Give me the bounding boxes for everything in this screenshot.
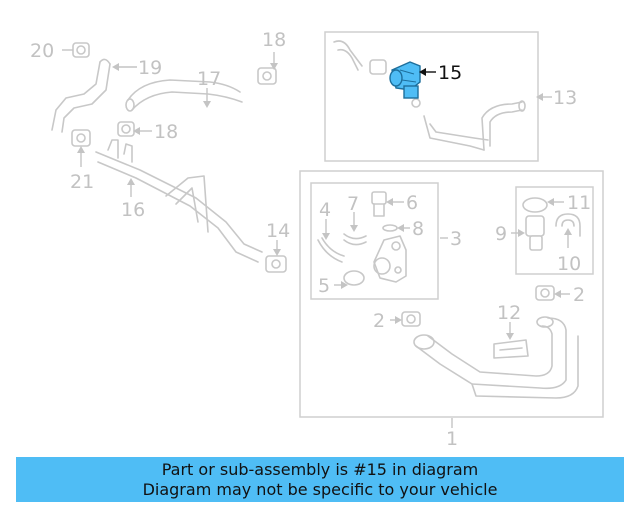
callout-15: 15 xyxy=(438,62,462,84)
info-banner: Part or sub-assembly is #15 in diagram D… xyxy=(16,457,624,502)
callout-leaders xyxy=(62,49,572,428)
connector-15-highlighted xyxy=(389,61,421,99)
parts-diagram: 20 19 17 18 18 21 16 14 15 13 6 7 8 4 3 … xyxy=(30,29,604,450)
clamp-14 xyxy=(265,255,287,273)
callout-19: 19 xyxy=(138,57,162,79)
callout-13: 13 xyxy=(553,87,577,109)
box-assembly-13 xyxy=(324,31,539,162)
fitting-9 xyxy=(525,215,545,251)
box-assembly-9 xyxy=(515,186,594,275)
callout-5: 5 xyxy=(318,275,330,297)
callout-6: 6 xyxy=(406,192,418,214)
callout-7: 7 xyxy=(347,193,359,215)
callout-17: 17 xyxy=(197,68,221,90)
bracket-12 xyxy=(493,339,529,359)
callout-14: 14 xyxy=(266,220,290,242)
callout-1: 1 xyxy=(446,428,458,450)
clamp-20 xyxy=(72,42,90,58)
gasket-4 xyxy=(317,237,345,263)
callout-numbers: 20 19 17 18 18 21 16 14 15 13 6 7 8 4 3 … xyxy=(30,29,591,450)
hose-19 xyxy=(51,58,111,133)
callout-20: 20 xyxy=(30,40,54,62)
clamp-18-mid xyxy=(117,121,135,137)
callout-18-top: 18 xyxy=(262,29,286,51)
callout-2-left: 2 xyxy=(373,310,385,332)
clamp-21 xyxy=(71,129,91,147)
box-assembly-1 xyxy=(299,170,604,418)
callout-4: 4 xyxy=(319,199,331,221)
hose-13 xyxy=(333,40,526,151)
callout-11: 11 xyxy=(567,192,591,214)
callout-9: 9 xyxy=(495,223,507,245)
oring-11 xyxy=(522,197,548,213)
sensor-6 xyxy=(371,191,387,217)
banner-line-2: Diagram may not be specific to your vehi… xyxy=(142,480,498,499)
housing-3 xyxy=(373,235,407,283)
hose-17 xyxy=(125,79,243,112)
callout-2-right: 2 xyxy=(573,284,585,306)
callout-16: 16 xyxy=(121,199,145,221)
box-assembly-3 xyxy=(310,182,439,300)
pipe-16 xyxy=(95,139,263,263)
callout-18-mid: 18 xyxy=(154,121,178,143)
clip-10 xyxy=(555,213,581,237)
clamp-18-top xyxy=(257,67,277,85)
clamp-2-right xyxy=(535,285,555,301)
callout-3: 3 xyxy=(450,228,462,250)
callout-8: 8 xyxy=(412,218,424,240)
callout-21: 21 xyxy=(70,171,94,193)
callout-12: 12 xyxy=(497,302,521,324)
callout-10: 10 xyxy=(557,253,581,275)
oring-5 xyxy=(343,270,365,286)
clamp-2-left xyxy=(401,311,421,327)
oring-8 xyxy=(382,224,398,232)
seal-7 xyxy=(343,233,367,246)
hose-1 xyxy=(413,316,579,399)
banner-line-1: Part or sub-assembly is #15 in diagram xyxy=(161,460,479,479)
